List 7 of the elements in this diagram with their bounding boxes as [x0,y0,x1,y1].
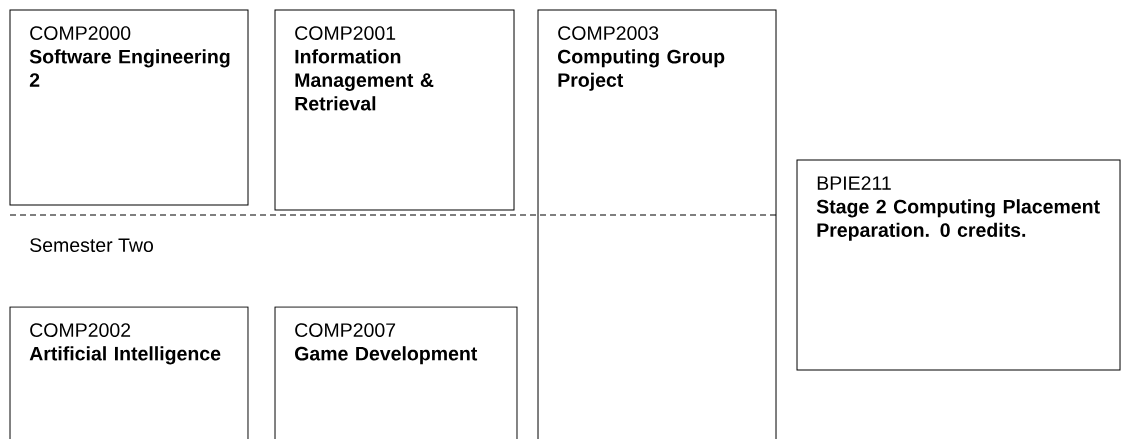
course-box: COMP2003 Computing Group Project [537,9,777,439]
course-box: COMP2007 Game Development [274,306,518,439]
course-box: COMP2000 Software Engineering 2 [9,9,249,206]
course-box: COMP2001 Information Management & Retrieval [274,9,515,211]
course-box: COMP2002 Artificial Intelligence [9,306,249,439]
course-box: BPIE211 Stage 2 Computing Placement Preparation. 0 credits. [796,159,1121,371]
section-label: Semester Two [30,238,153,252]
